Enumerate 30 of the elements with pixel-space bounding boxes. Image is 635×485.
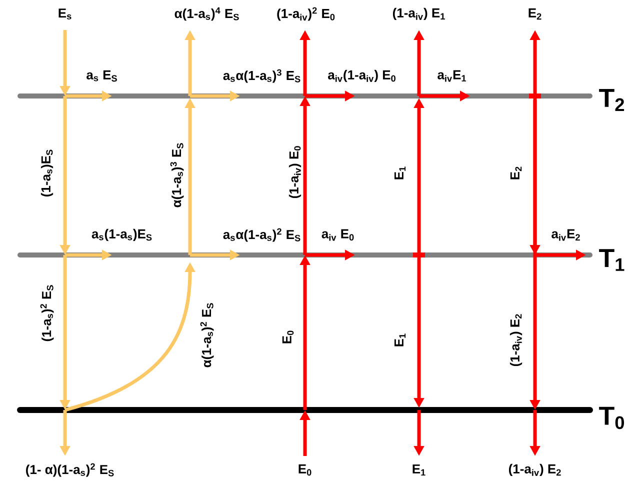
flux-label: E$_{0}$ bbox=[282, 330, 294, 344]
flux-label: α(1-a$_{s}$)$^{3}$ E$_{S}$ bbox=[170, 143, 184, 208]
layer-label: T$_{1}$ bbox=[599, 249, 624, 271]
flux-label: a$_{s}$α(1-a$_{s}$)$^{2}$ E$_{S}$ bbox=[223, 228, 300, 242]
flux-label: (1-a$_{iv}$) E$_{0}$ bbox=[288, 146, 302, 198]
flux-label: a$_{s}$α(1-a$_{s}$)$^{3}$ E$_{S}$ bbox=[223, 69, 300, 83]
flux-label: (1-a$_{s}$)E$_{S}$ bbox=[40, 150, 54, 196]
flux-label: (1-a$_{iv}$) E$_{2}$ bbox=[510, 314, 522, 366]
flux-label: E$_{1}$ bbox=[394, 166, 406, 180]
flux-label: a$_{s}$ E$_{S}$ bbox=[86, 70, 117, 82]
flux-label: E$_{2}$ bbox=[528, 8, 542, 20]
layer-label: T$_{0}$ bbox=[599, 406, 624, 430]
flux-label: E$_{1}$ bbox=[412, 464, 426, 476]
flux-label: E$_{s}$ bbox=[58, 8, 72, 20]
flux-label: (1-a$_{iv}$)$^{2}$ E$_{0}$ bbox=[277, 7, 335, 21]
flux-label: a$_{iv}$(1-a$_{iv}$) E$_{0}$ bbox=[328, 70, 396, 82]
flux-label: E$_{0}$ bbox=[298, 464, 312, 476]
flux-label: (1-a$_{iv}$) E$_{1}$ bbox=[392, 8, 445, 20]
flux-label: E$_{1}$ bbox=[394, 334, 406, 346]
flux-label: a$_{iv}$E$_{2}$ bbox=[552, 229, 580, 241]
flux-label: α(1-a$_{s}$)$^{4}$ E$_{S}$ bbox=[174, 7, 239, 21]
flux-label: (1- α)(1-a$_{s}$)$^{2}$ E$_{S}$ bbox=[26, 463, 114, 477]
flux-label: a$_{iv}$ E$_{0}$ bbox=[322, 229, 354, 241]
flux-label: (1-a$_{iv}$) E$_{2}$ bbox=[508, 464, 561, 476]
flux-label: a$_{iv}$E$_{1}$ bbox=[438, 70, 466, 82]
flux-label: (1-a$_{s}$)$^{2}$ E$_{S}$ bbox=[40, 285, 54, 342]
flux-label: E$_{2}$ bbox=[510, 166, 522, 180]
flux-label: α(1-a$_{s}$)$^{2}$ E$_{S}$ bbox=[200, 303, 214, 368]
layer-label: T$_{2}$ bbox=[599, 88, 624, 111]
flux-label: a$_{s}$(1-a$_{s}$)E$_{S}$ bbox=[92, 228, 152, 242]
